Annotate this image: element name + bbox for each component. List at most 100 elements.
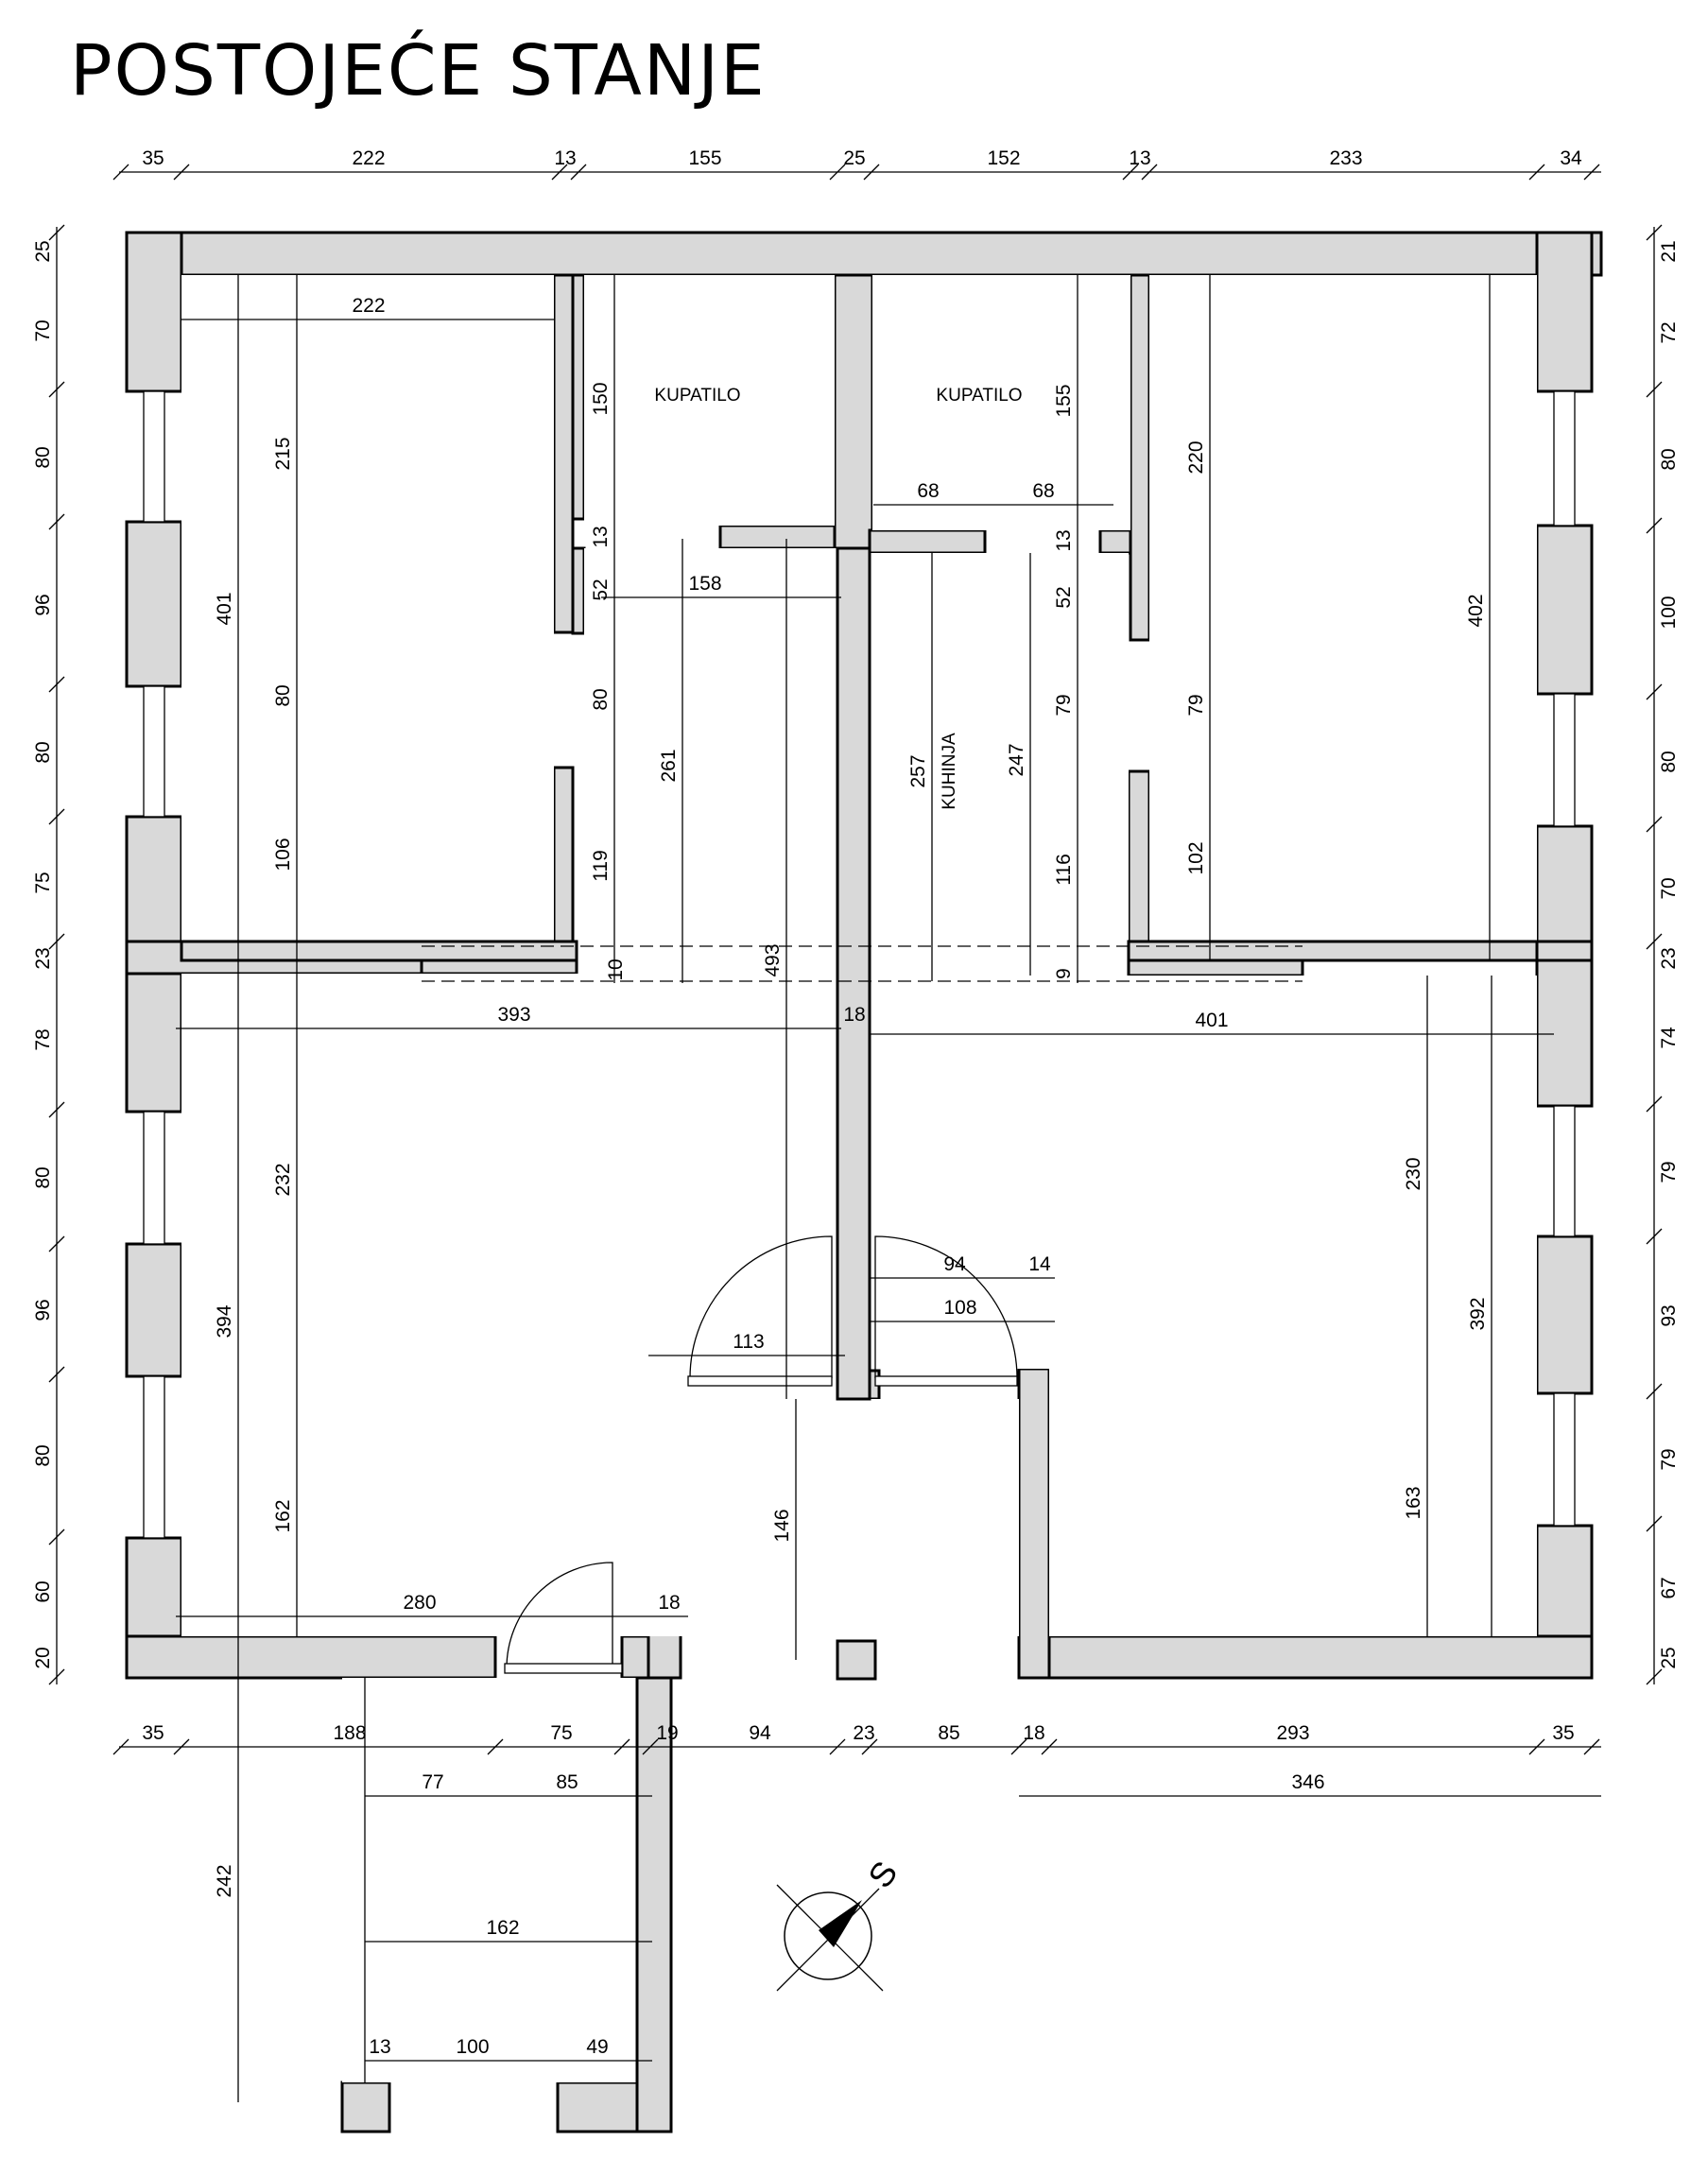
tick (1141, 164, 1158, 181)
walls (125, 231, 1603, 2133)
tick (1646, 1668, 1663, 1685)
room-ne (1149, 275, 1537, 941)
dim-top-3: 155 (688, 147, 721, 169)
dim-bottom-8: 293 (1276, 1722, 1309, 1744)
room-labels: KUPATILO KUPATILO KUHINJA (654, 386, 1022, 810)
room-nw (181, 275, 554, 941)
window-right-2 (1553, 693, 1576, 827)
dim-door-width: 113 (733, 1331, 764, 1353)
dim-nw-width: 222 (352, 295, 385, 317)
dim-porch-w3: 162 (486, 1917, 519, 1939)
dim-sw-h1: 232 (272, 1163, 294, 1196)
dim-left-12: 20 (32, 1647, 54, 1668)
dim-right-12: 25 (1658, 1647, 1680, 1668)
dim-sw-bottom-wall: 18 (658, 1592, 680, 1614)
tick (863, 164, 880, 181)
wall-left-2 (125, 520, 183, 688)
dim-right-11: 67 (1658, 1577, 1680, 1598)
wall-mid-left-step (420, 958, 578, 976)
dim-bath-right-hall: 247 (1006, 743, 1027, 776)
dim-nw-seg3: 106 (272, 838, 294, 871)
dim-ne-h2: 79 (1185, 694, 1207, 716)
tick (1646, 683, 1663, 700)
wall-spine-redraw (836, 546, 871, 1401)
dim-se-h1: 230 (1403, 1157, 1424, 1190)
dim-bath-left-h4: 80 (590, 688, 612, 710)
dim-bath-right-h1: 155 (1053, 384, 1075, 417)
tick (1646, 816, 1663, 833)
tick (829, 164, 846, 181)
dim-right-10: 79 (1658, 1448, 1680, 1470)
tick (48, 1668, 65, 1685)
dim-bath-left-h1: 150 (590, 382, 612, 415)
dim-bottom-7: 18 (1023, 1722, 1044, 1744)
doors (504, 1235, 1018, 1674)
dim-ne-h3: 102 (1185, 841, 1207, 874)
dim-se-d3: 108 (943, 1297, 976, 1319)
dim-sw-width: 393 (497, 1004, 530, 1026)
tick (48, 224, 65, 241)
room-kitchen (870, 553, 1129, 941)
dim-bath-left-h6: 10 (605, 958, 627, 980)
wall-right-4 (1535, 1235, 1594, 1395)
tick (112, 1738, 129, 1755)
room-hall (584, 548, 837, 941)
room-se (870, 976, 1537, 1369)
dim-bath-right-w2: 68 (1032, 480, 1054, 502)
dim-hall-height: 261 (658, 749, 680, 782)
dim-bath-left-h5: 119 (590, 850, 612, 881)
door-entry-right-swing (874, 1235, 1018, 1379)
wall-nw-east-lower (552, 766, 575, 962)
dim-left-2: 80 (32, 446, 54, 468)
window-right-1 (1553, 390, 1576, 527)
dim-right-4: 80 (1658, 751, 1680, 772)
label-bath-left: KUPATILO (654, 386, 740, 406)
tick (1646, 517, 1663, 534)
tick (1010, 1738, 1027, 1755)
compass-needle (819, 1900, 862, 1947)
dims-left: 25 70 80 96 80 75 23 78 80 96 80 60 20 (32, 240, 54, 1668)
tick (1122, 164, 1139, 181)
dim-bottom-9: 35 (1552, 1722, 1574, 1744)
tick (48, 1235, 65, 1252)
dim-sw-height: 394 (214, 1304, 235, 1338)
dim-bottom-2: 75 (550, 1722, 572, 1744)
tick (173, 1738, 190, 1755)
wall-right-1 (1535, 231, 1594, 393)
tick (861, 1738, 878, 1755)
wall-bath-right-east (1129, 273, 1151, 642)
dims-interior: 222 401 215 80 106 150 13 52 80 119 10 1… (214, 295, 1489, 2058)
tick (570, 164, 587, 181)
wall-bottom-right (1017, 1634, 1594, 1680)
dim-sw-wall: 18 (843, 1004, 865, 1026)
door-entry-left-swing (689, 1235, 833, 1379)
dim-se-d2: 14 (1028, 1253, 1051, 1275)
dim-top-0: 35 (142, 147, 164, 169)
dim-ne-height: 402 (1465, 594, 1487, 627)
dim-left-1: 70 (32, 319, 54, 341)
tick (1041, 1738, 1058, 1755)
wall-mid-left-redraw (180, 940, 578, 962)
dims-right: 21 72 80 100 80 70 23 74 79 93 79 67 25 (1658, 240, 1680, 1668)
wall-ne-west-lower (1127, 769, 1151, 962)
wall-bath-left-stub2 (571, 546, 586, 635)
window-left-2 (143, 685, 165, 818)
dim-top-7: 233 (1329, 147, 1362, 169)
tick (1646, 933, 1663, 950)
column-entry (836, 1639, 877, 1681)
window-right-3 (1553, 1105, 1576, 1237)
tick (1646, 1515, 1663, 1532)
dim-bottom-1: 188 (333, 1722, 366, 1744)
dims-top: 35 222 13 155 25 152 13 233 34 (142, 147, 1582, 169)
dim-right-5: 70 (1658, 877, 1680, 899)
dim-left-4: 80 (32, 741, 54, 763)
tick (48, 1101, 65, 1118)
wall-right-2 (1535, 524, 1594, 696)
wall-right-3 (1535, 824, 1594, 1108)
dim-right-1: 72 (1658, 321, 1680, 343)
dim-sw-bottom-width: 280 (403, 1592, 436, 1614)
dimension-lines (56, 171, 1655, 2102)
tick (613, 1738, 630, 1755)
window-left-4 (143, 1375, 165, 1539)
dim-bottom-3: 19 (656, 1722, 678, 1744)
